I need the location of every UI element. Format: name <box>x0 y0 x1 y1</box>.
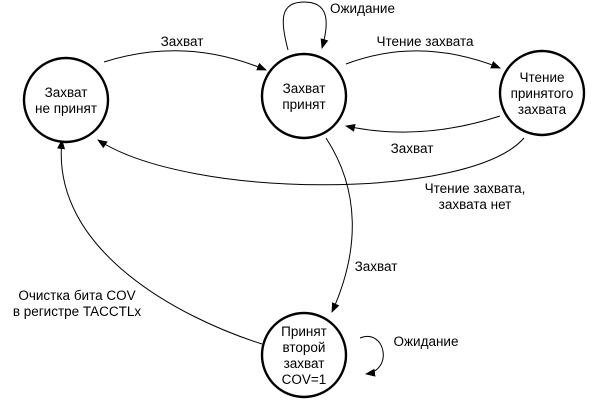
text-line: Чтение захвата, <box>425 181 526 196</box>
text-line: захвата нет <box>439 197 512 212</box>
label-capture-1: Захват <box>161 34 204 49</box>
label-wait-bottom: Ожидание <box>394 334 459 349</box>
label-capture-back: Захват <box>391 141 434 156</box>
text-line: Захват <box>45 85 88 100</box>
text-line: Чтение <box>519 70 564 85</box>
transition-capture-1 <box>103 50 267 71</box>
label-wait-top-text: Ожидание <box>330 1 395 16</box>
text-line: второй <box>283 340 326 355</box>
label-capture-down: Захват <box>355 259 398 274</box>
text-line: в регистре TACCTLx <box>13 304 142 319</box>
transition-wait-top-loop <box>282 1 329 51</box>
text-line: не принят <box>35 101 97 116</box>
text-line: принятого <box>511 86 574 101</box>
text-line: COV=1 <box>282 372 327 387</box>
text-line: Ожидание <box>394 334 459 349</box>
text-line: Захват <box>283 81 326 96</box>
text-line: захвата <box>518 102 567 117</box>
text-line: Принят <box>281 324 327 339</box>
text-line: Ожидание <box>330 1 395 16</box>
label-capture-back-text: Захват <box>391 141 434 156</box>
transition-capture-back <box>345 115 501 133</box>
transition-read-no-capture <box>97 137 525 186</box>
text-line: захват <box>284 356 325 371</box>
label-read-no-capture: Чтение захвата,захвата нет <box>425 181 526 212</box>
transition-clear-cov <box>57 139 263 345</box>
text-line: Очистка бита COV <box>18 288 135 303</box>
label-read-capture-text: Чтение захвата <box>376 34 474 49</box>
label-capture-down-text: Захват <box>355 259 398 274</box>
label-read-no-capture-text: Чтение захвата,захвата нет <box>425 181 526 212</box>
transition-capture-down <box>325 137 353 313</box>
label-wait-bottom-text: Ожидание <box>394 334 459 349</box>
transition-wait-bottom-loop <box>359 335 384 377</box>
label-wait-top: Ожидание <box>330 1 395 16</box>
text-line: Захват <box>391 141 434 156</box>
text-line: Чтение захвата <box>376 34 474 49</box>
label-read-capture: Чтение захвата <box>376 34 474 49</box>
text-line: принят <box>282 97 325 112</box>
transition-read-capture <box>345 50 501 69</box>
text-line: Захват <box>355 259 398 274</box>
text-line: Захват <box>161 34 204 49</box>
label-capture-1-text: Захват <box>161 34 204 49</box>
